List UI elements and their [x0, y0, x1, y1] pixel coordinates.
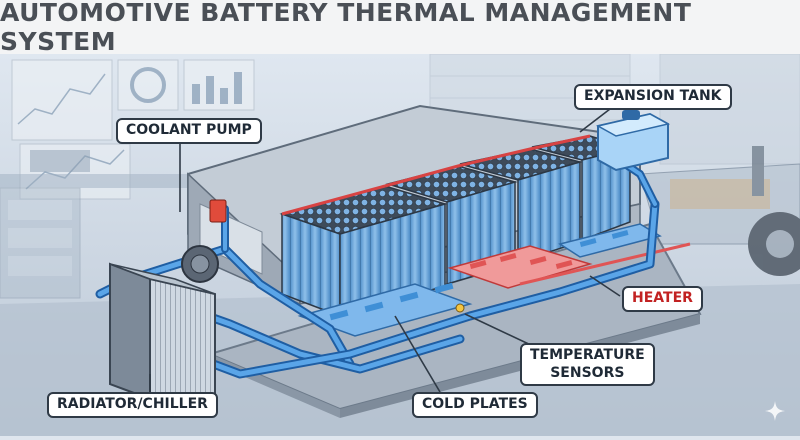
cold-plate-channels: [297, 223, 662, 337]
label-cold-plates: COLD PLATES: [412, 392, 538, 418]
diagram-illustration: [0, 53, 800, 436]
expansion-tank: [595, 110, 671, 172]
page-title: AUTOMOTIVE BATTERY THERMAL MANAGEMENT SY…: [0, 0, 692, 56]
sparkle-icon: [765, 401, 785, 421]
label-temperature-sensors-line2: SENSORS: [550, 364, 625, 381]
background-car-chassis: [639, 146, 800, 276]
label-heater: HEATER: [622, 286, 703, 312]
label-coolant-pump: COOLANT PUMP: [116, 118, 262, 144]
heater-element: [447, 242, 691, 289]
label-temperature-sensors-line1: TEMPERATURE: [530, 347, 645, 363]
battery-modules: [279, 134, 633, 318]
temperature-sensor-dot: [455, 303, 465, 313]
label-expansion-tank: EXPANSION TANK: [574, 84, 732, 110]
label-temperature-sensors: TEMPERATURE SENSORS: [520, 343, 655, 386]
coolant-pump: [181, 199, 227, 283]
title-bar: AUTOMOTIVE BATTERY THERMAL MANAGEMENT SY…: [0, 0, 800, 56]
diagram-scene: COOLANT PUMP EXPANSION TANK HEATER TEMPE…: [0, 53, 800, 436]
label-radiator-chiller: RADIATOR/CHILLER: [47, 392, 218, 418]
radiator-chiller: [109, 262, 216, 416]
background-workbench: [0, 150, 190, 299]
